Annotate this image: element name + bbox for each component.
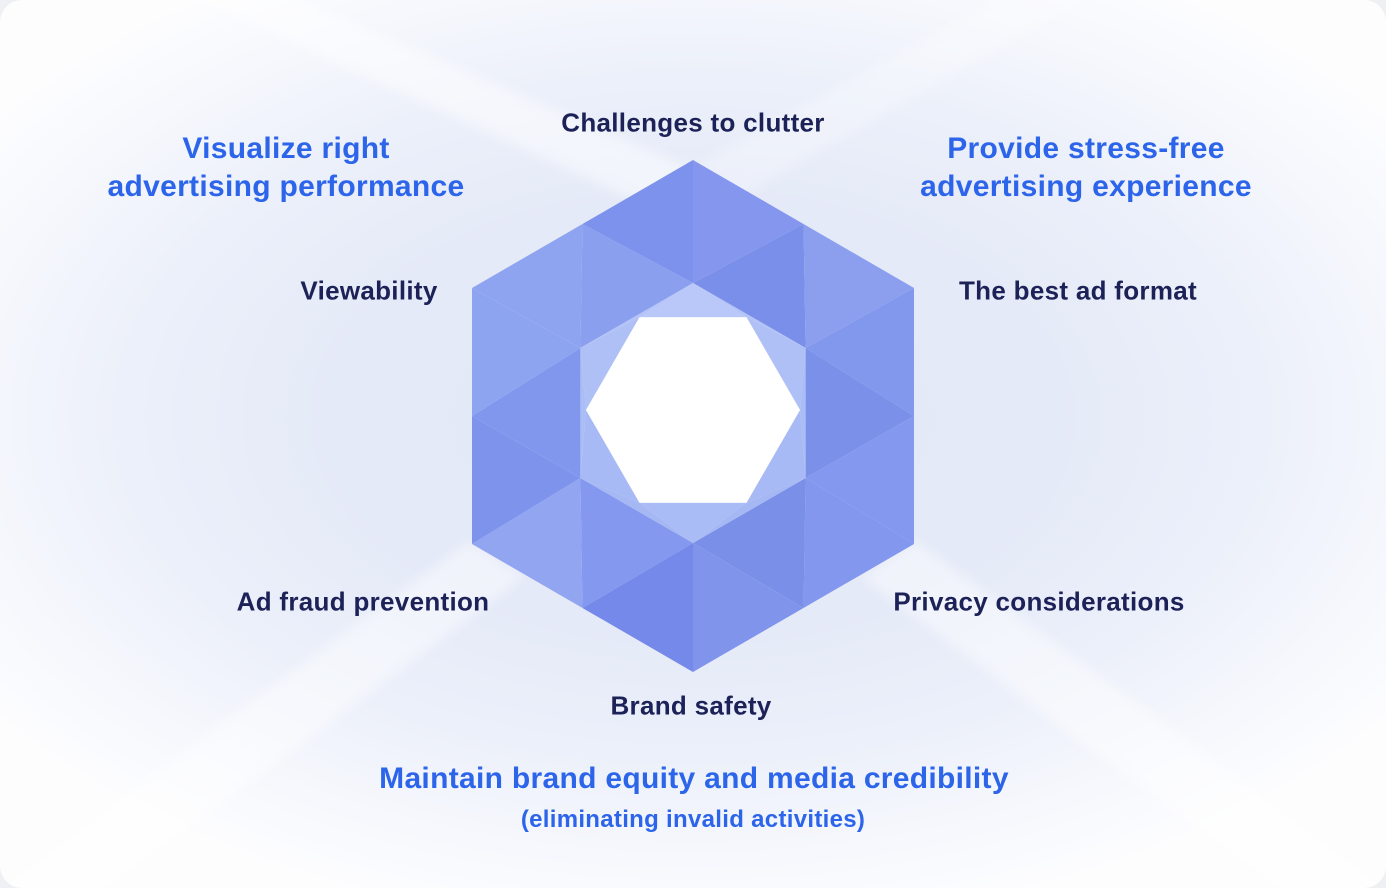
facet — [472, 288, 581, 416]
ring-facet — [580, 478, 693, 543]
label-ad-fraud-prevention: Ad fraud prevention — [236, 586, 490, 617]
facet — [803, 478, 914, 608]
facet — [805, 348, 914, 478]
facet — [582, 543, 693, 672]
heading-brand-equity: Maintain brand equity and media credibil… — [379, 762, 1009, 795]
facet — [580, 224, 693, 348]
ring-facet — [580, 317, 640, 410]
facet — [693, 160, 804, 283]
facet — [472, 478, 583, 608]
ring-facet — [639, 502, 747, 543]
facet — [693, 478, 806, 608]
heading-line: advertising performance — [107, 170, 465, 203]
facet — [472, 224, 583, 348]
ray-bottom-right — [862, 541, 1386, 888]
heading-line: advertising experience — [920, 170, 1252, 203]
label-privacy-considerations: Privacy considerations — [893, 586, 1185, 617]
facet — [582, 160, 693, 283]
facet — [472, 416, 581, 544]
facet — [580, 478, 693, 608]
ray-bottom-left — [0, 541, 524, 888]
facet — [803, 224, 914, 348]
label-best-ad-format: The best ad format — [959, 275, 1197, 306]
label-viewability: Viewability — [300, 275, 438, 306]
label-challenges-to-clutter: Challenges to clutter — [561, 107, 825, 138]
facet — [805, 288, 914, 416]
center-hexagon — [586, 317, 800, 503]
ring-facet — [639, 283, 747, 318]
heading-line: Provide stress-free — [947, 132, 1225, 165]
facet — [693, 543, 804, 672]
heading-stress-free-experience: Provide stress-free advertising experien… — [920, 130, 1252, 206]
ray-top-left — [198, 0, 700, 206]
heading-line: Visualize right — [182, 132, 390, 165]
facet — [693, 224, 806, 348]
heading-visualize-performance: Visualize right advertising performance — [107, 130, 464, 206]
ring-facet — [580, 283, 693, 348]
ring-facet — [693, 478, 806, 543]
ring-facet — [580, 348, 586, 478]
label-brand-safety: Brand safety — [610, 690, 772, 721]
ring-facet — [746, 317, 806, 410]
facet — [805, 416, 914, 544]
ring-facet — [800, 348, 806, 478]
ring-facet — [580, 410, 640, 503]
outer-facets — [472, 160, 914, 672]
ring-facet — [746, 410, 806, 503]
ring-facet — [693, 283, 806, 348]
subheading-eliminating-invalid-activities: (eliminating invalid activities) — [520, 806, 866, 833]
facet — [472, 348, 581, 478]
ray-top-right — [698, 0, 1085, 198]
inner-ring-facets — [580, 283, 806, 543]
